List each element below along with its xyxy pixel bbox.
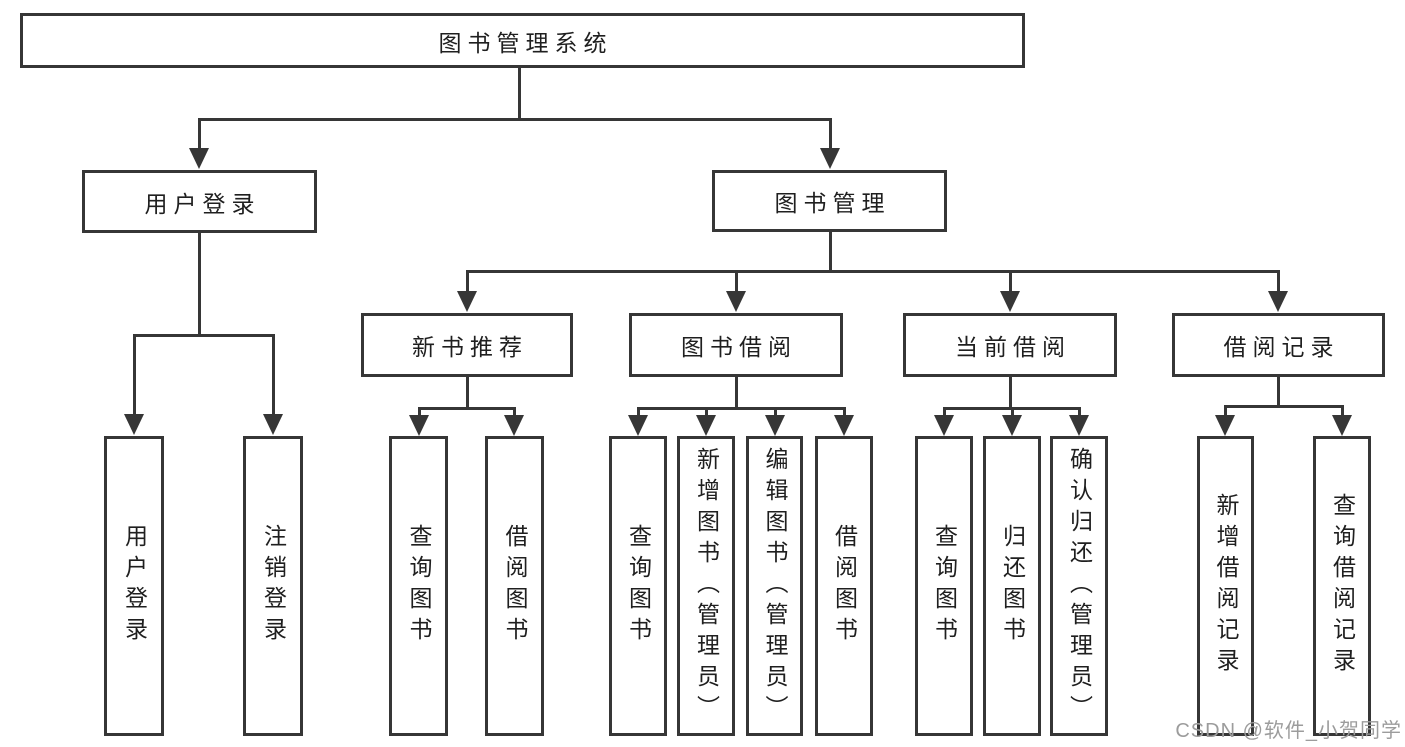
connector-line — [774, 407, 777, 419]
node-new-book-recommend: 新书推荐 — [361, 313, 573, 377]
connector-line — [637, 407, 640, 419]
leaf-query-books-recommend: 查询图书 — [389, 436, 448, 736]
connector-line — [1011, 407, 1014, 419]
connector-line — [637, 407, 845, 410]
connector-line — [198, 233, 201, 337]
node-current-borrow: 当前借阅 — [903, 313, 1117, 377]
leaf-label: 新增借阅记录 — [1213, 493, 1239, 679]
node-book-management: 图书管理 — [712, 170, 947, 232]
connector-line — [1009, 270, 1012, 294]
connector-line — [466, 376, 469, 410]
node-user-login: 用户登录 — [82, 170, 317, 233]
arrow-down-icon — [726, 291, 746, 312]
connector-line — [198, 118, 832, 121]
leaf-label: 查询图书 — [931, 524, 958, 648]
leaf-label: 用户登录 — [121, 524, 148, 648]
connector-line — [518, 67, 521, 120]
connector-line — [735, 270, 738, 294]
connector-line — [198, 118, 201, 152]
node-book-borrow-label: 图书借阅 — [681, 334, 797, 360]
arrow-down-icon — [628, 415, 648, 436]
leaf-label: 注销登录 — [260, 524, 287, 648]
arrow-down-icon — [409, 415, 429, 436]
node-current-borrow-label: 当前借阅 — [955, 334, 1071, 360]
connector-line — [843, 407, 846, 419]
connector-line — [1341, 405, 1344, 419]
arrow-down-icon — [1000, 291, 1020, 312]
arrow-down-icon — [934, 415, 954, 436]
leaf-user-login: 用户登录 — [104, 436, 164, 736]
connector-line — [943, 407, 946, 419]
connector-line — [272, 334, 275, 416]
arrow-down-icon — [263, 414, 283, 435]
node-root: 图书管理系统 — [20, 13, 1025, 68]
arrow-down-icon — [457, 291, 477, 312]
leaf-confirm-return-admin: 确认归还（管理员） — [1050, 436, 1108, 736]
csdn-watermark: CSDN @软件_小贺同学 — [1175, 720, 1402, 742]
leaf-label: 查询借阅记录 — [1329, 493, 1356, 679]
connector-line — [1224, 405, 1343, 408]
node-book-borrow: 图书借阅 — [629, 313, 843, 377]
leaf-label: 借阅图书 — [502, 524, 528, 648]
node-root-label: 图书管理系统 — [438, 29, 613, 56]
arrow-down-icon — [1268, 291, 1288, 312]
leaf-label: 查询图书 — [625, 524, 652, 648]
leaf-label: 查询图书 — [406, 524, 432, 648]
arrow-down-icon — [696, 415, 716, 436]
arrow-down-icon — [1332, 415, 1352, 436]
arrow-down-icon — [1002, 415, 1022, 436]
leaf-borrow-books: 借阅图书 — [815, 436, 873, 736]
connector-line — [829, 118, 832, 152]
arrow-down-icon — [834, 415, 854, 436]
arrow-down-icon — [765, 415, 785, 436]
leaf-label: 借阅图书 — [831, 524, 858, 648]
arrow-down-icon — [820, 148, 840, 169]
arrow-down-icon — [189, 148, 209, 169]
node-new-book-recommend-label: 新书推荐 — [412, 334, 528, 360]
leaf-query-books-borrow: 查询图书 — [609, 436, 667, 736]
leaf-label: 确认归还（管理员） — [1066, 446, 1093, 726]
connector-line — [1277, 270, 1280, 294]
leaf-query-borrow-record: 查询借阅记录 — [1313, 436, 1371, 736]
arrow-down-icon — [1215, 415, 1235, 436]
leaf-label: 新增图书（管理员） — [693, 446, 720, 726]
leaf-return-books: 归还图书 — [983, 436, 1041, 736]
connector-line — [1224, 405, 1227, 419]
connector-line — [829, 232, 832, 273]
connector-line — [466, 270, 469, 294]
connector-line — [418, 407, 421, 419]
node-borrow-records: 借阅记录 — [1172, 313, 1385, 377]
leaf-logout: 注销登录 — [243, 436, 303, 736]
leaf-borrow-books-recommend: 借阅图书 — [485, 436, 544, 736]
leaf-add-books-admin: 新增图书（管理员） — [677, 436, 735, 736]
leaf-label: 归还图书 — [999, 524, 1026, 648]
node-book-management-label: 图书管理 — [774, 190, 891, 216]
connector-line — [418, 407, 516, 410]
node-borrow-records-label: 借阅记录 — [1223, 334, 1340, 360]
node-user-login-label: 用户登录 — [144, 190, 261, 217]
leaf-edit-books-admin: 编辑图书（管理员） — [746, 436, 803, 736]
arrow-down-icon — [504, 415, 524, 436]
arrow-down-icon — [1069, 415, 1089, 436]
leaf-label: 编辑图书（管理员） — [762, 446, 788, 726]
connector-line — [133, 334, 275, 337]
connector-line — [1277, 376, 1280, 407]
connector-line — [466, 270, 1280, 273]
connector-line — [1078, 407, 1081, 419]
arrow-down-icon — [124, 414, 144, 435]
connector-line — [705, 407, 708, 419]
connector-line — [735, 376, 738, 410]
leaf-add-borrow-record: 新增借阅记录 — [1197, 436, 1254, 736]
connector-line — [513, 407, 516, 419]
connector-line — [133, 334, 136, 416]
connector-line — [1009, 376, 1012, 410]
leaf-query-books-current: 查询图书 — [915, 436, 973, 736]
